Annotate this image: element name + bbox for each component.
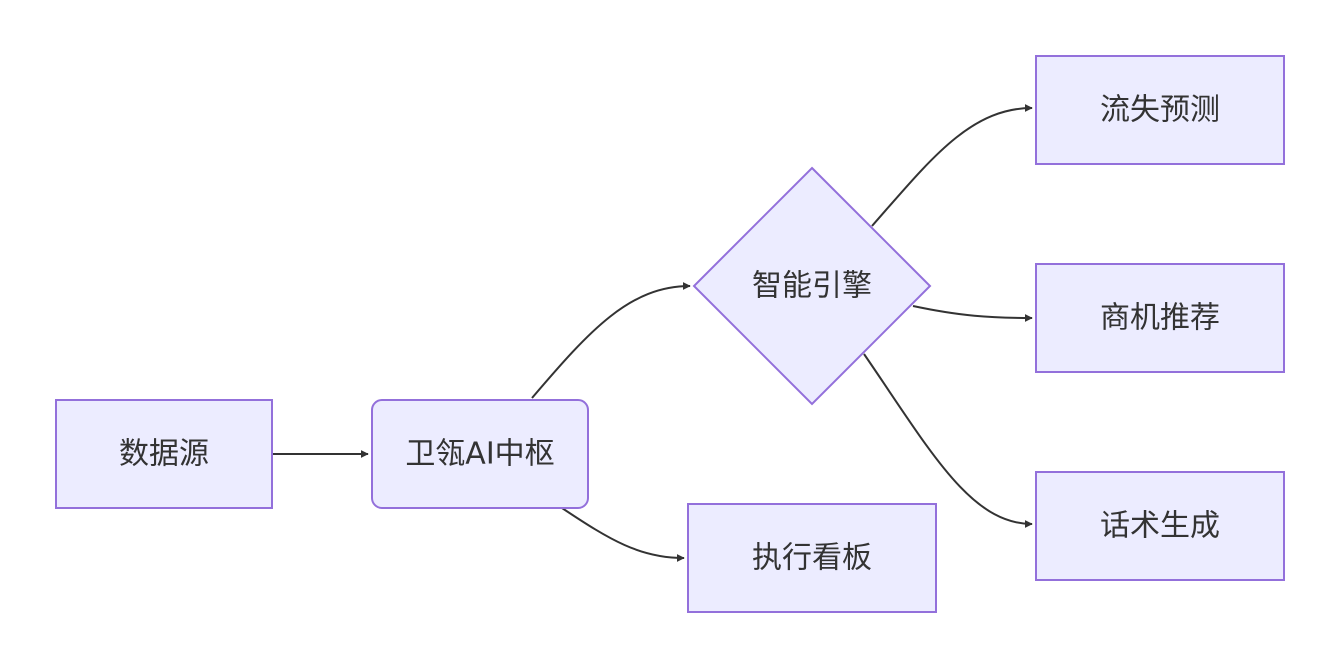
node-churn-label: 流失预测 <box>1100 93 1220 128</box>
node-opportunity-label: 商机推荐 <box>1100 301 1220 336</box>
node-data-source[interactable]: 数据源 <box>55 399 273 509</box>
node-script-label: 话术生成 <box>1100 509 1220 544</box>
edge-hub-to-engine <box>531 282 691 399</box>
node-engine-label: 智能引擎 <box>752 269 872 304</box>
edge-hub-to-dashboard <box>561 507 685 562</box>
edge-engine-to-script <box>863 353 1033 528</box>
edges <box>273 104 1033 562</box>
edge-engine-to-opportunity <box>912 305 1033 322</box>
node-churn[interactable]: 流失预测 <box>1035 55 1285 165</box>
node-engine[interactable]: 智能引擎 <box>692 166 932 406</box>
node-dashboard-label: 执行看板 <box>752 541 872 576</box>
node-opportunity[interactable]: 商机推荐 <box>1035 263 1285 373</box>
node-dashboard[interactable]: 执行看板 <box>687 503 937 613</box>
edge-engine-to-churn <box>871 104 1033 227</box>
node-hub-label: 卫瓴AI中枢 <box>405 437 554 472</box>
node-hub[interactable]: 卫瓴AI中枢 <box>371 399 589 509</box>
node-script[interactable]: 话术生成 <box>1035 471 1285 581</box>
node-data-source-label: 数据源 <box>119 437 209 472</box>
